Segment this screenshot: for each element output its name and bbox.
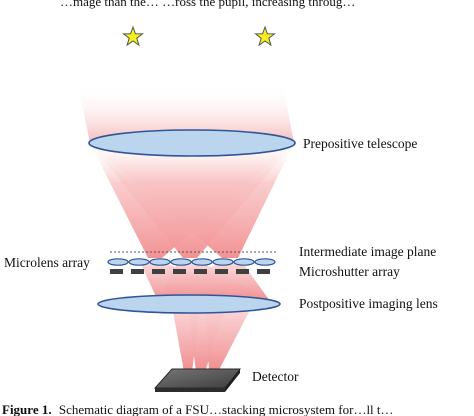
microshutter-array-label: Microshutter array (299, 264, 400, 279)
converging-beams (90, 143, 294, 258)
caption-prefix: Figure 1. (2, 402, 52, 416)
figure-caption: Figure 1. Schematic diagram of a FSU…sta… (2, 402, 394, 416)
prepositive-telescope-label: Prepositive telescope (303, 136, 417, 151)
detector (153, 368, 242, 392)
microshutter-array (110, 269, 270, 274)
caption-text: Schematic diagram of a FSU…stacking micr… (59, 402, 394, 416)
star-icon (122, 25, 144, 47)
postpositive-imaging-lens-label: Postpositive imaging lens (299, 296, 438, 311)
intermediate-image-plane-label: Intermediate image plane (299, 244, 436, 259)
star-icon (254, 25, 276, 47)
microlens-array (107, 258, 276, 266)
postpositive-imaging-lens (97, 294, 281, 314)
detector-label: Detector (252, 369, 299, 384)
prepositive-telescope-lens (88, 129, 296, 157)
top-text-fragment: …mage than the… …ross the pupil, increas… (60, 0, 355, 9)
incoming-beam (78, 85, 294, 143)
microlens-array-label: Microlens array (4, 255, 90, 270)
detector-beams (172, 306, 252, 372)
